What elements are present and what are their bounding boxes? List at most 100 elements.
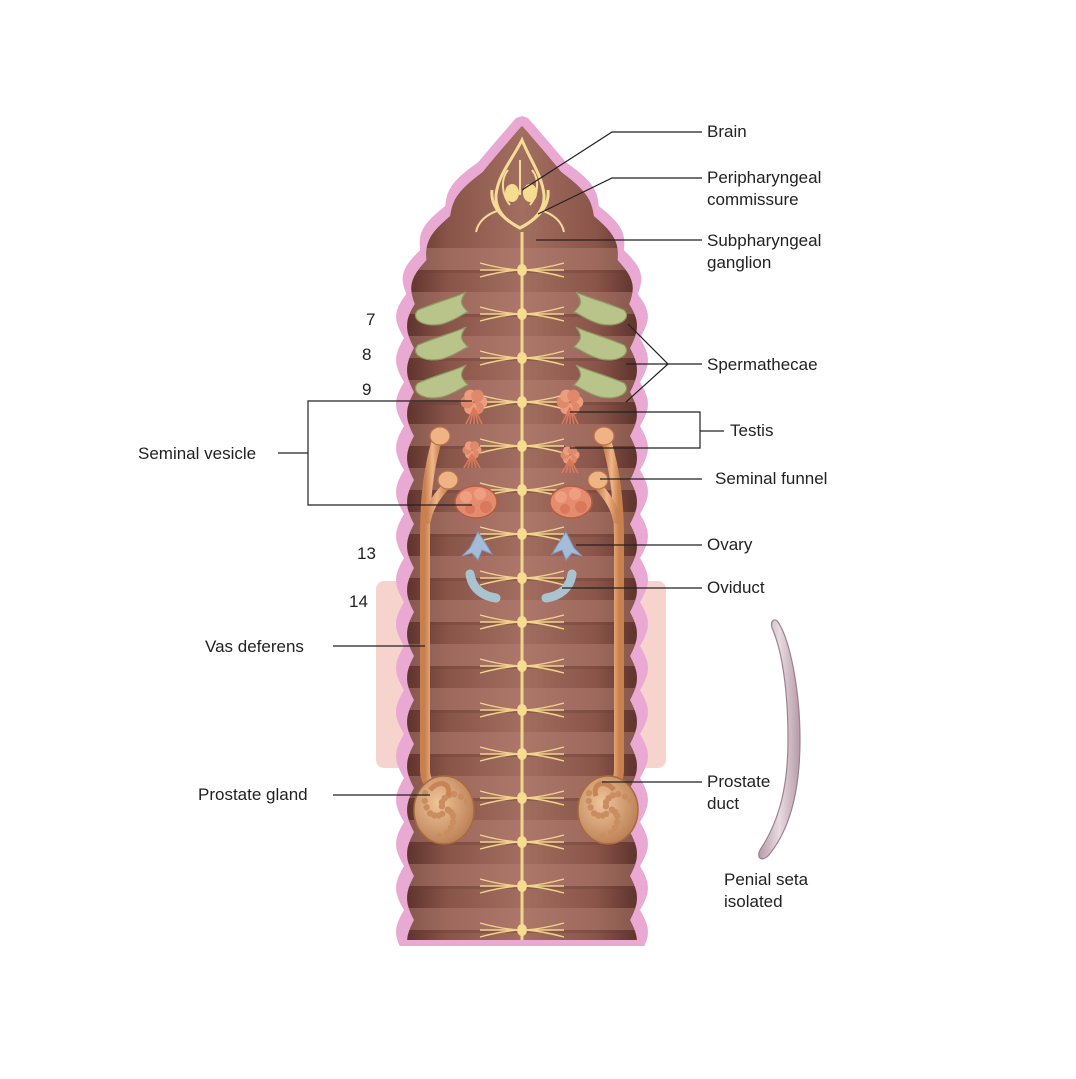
ventral-nerve-cord bbox=[479, 232, 565, 940]
segmental-ganglion bbox=[517, 440, 527, 452]
prostate-lobule bbox=[607, 829, 615, 837]
segmental-nerve bbox=[525, 621, 565, 630]
prostate-lobule bbox=[603, 810, 610, 818]
segmental-nerve bbox=[525, 313, 565, 322]
label-prostate-gland: Prostate gland bbox=[198, 785, 308, 804]
prostate-lobule bbox=[590, 810, 598, 817]
segmental-ganglion bbox=[517, 264, 527, 276]
segment-number-8: 8 bbox=[362, 345, 372, 364]
penial-seta bbox=[758, 619, 801, 860]
prostate-lobule bbox=[587, 804, 594, 811]
prostate-lobule bbox=[609, 792, 616, 799]
segmental-nerve bbox=[479, 709, 519, 718]
segmental-nerve bbox=[525, 445, 565, 454]
prostate-lobule bbox=[439, 810, 446, 818]
segmental-ganglion bbox=[517, 616, 527, 628]
prostate-lobule bbox=[435, 833, 443, 840]
segmental-nerve bbox=[525, 885, 565, 894]
segmental-ganglion bbox=[517, 836, 527, 848]
segmental-nerve bbox=[525, 929, 565, 938]
segmental-nerve bbox=[479, 269, 519, 278]
segmental-ganglion bbox=[517, 660, 527, 672]
segmental-nerve bbox=[479, 313, 519, 322]
prostate-lobule bbox=[611, 824, 619, 831]
prostate-lobule bbox=[457, 793, 465, 800]
prostate-lobule bbox=[444, 806, 452, 813]
spermatheca bbox=[572, 326, 628, 361]
segmental-ganglion bbox=[517, 396, 527, 408]
segmental-ganglion bbox=[517, 704, 527, 716]
prostate-lobule bbox=[599, 833, 607, 840]
spermatheca bbox=[414, 291, 470, 326]
segmental-nerve bbox=[479, 665, 519, 674]
segmental-nerve bbox=[525, 841, 565, 850]
leader-brain bbox=[521, 131, 702, 191]
label-vas-deferens: Vas deferens bbox=[205, 637, 304, 656]
segmental-nerve bbox=[479, 929, 519, 938]
spermatheca bbox=[572, 291, 628, 326]
segmental-nerve bbox=[525, 797, 565, 806]
segmental-nerve bbox=[479, 621, 519, 630]
testis bbox=[556, 389, 584, 425]
leader-peripharyngeal bbox=[537, 177, 702, 215]
segmental-ganglion bbox=[517, 748, 527, 760]
testis-group bbox=[460, 389, 584, 474]
segmental-ganglion bbox=[517, 352, 527, 364]
prostate-lobule bbox=[443, 829, 451, 837]
spermatheca bbox=[414, 326, 470, 361]
label-brain: Brain bbox=[707, 122, 747, 141]
leader-lines bbox=[278, 131, 724, 796]
label-seminal-vesicle: Seminal vesicle bbox=[138, 444, 257, 463]
segmental-nerve bbox=[479, 797, 519, 806]
label-peripharyngeal-commissure: Peripharyngeal commissure bbox=[707, 168, 822, 209]
segmental-ganglion bbox=[517, 308, 527, 320]
segmental-nerve bbox=[525, 357, 565, 366]
prostate-lobule bbox=[450, 812, 457, 820]
label-oviduct: Oviduct bbox=[707, 578, 765, 597]
oviduct-group bbox=[465, 569, 577, 603]
segment-number-7: 7 bbox=[366, 310, 376, 329]
prostate-lobule bbox=[613, 818, 621, 826]
segmental-nerve bbox=[479, 841, 519, 850]
label-subpharyngeal-ganglion: Subpharyngeal ganglion bbox=[707, 231, 822, 272]
prostate-lobule bbox=[585, 790, 593, 797]
spermatheca bbox=[572, 364, 628, 399]
label-spermathecae: Spermathecae bbox=[707, 355, 818, 374]
segmental-ganglion bbox=[517, 484, 527, 496]
segmental-ganglion bbox=[517, 792, 527, 804]
segmental-nerve bbox=[479, 445, 519, 454]
prostate-lobule bbox=[426, 810, 434, 817]
prostate-lobule bbox=[614, 790, 622, 798]
label-seminal-funnel: Seminal funnel bbox=[715, 469, 828, 488]
prostate-lobule bbox=[614, 812, 621, 820]
segmental-ganglion bbox=[517, 880, 527, 892]
segmental-nerve bbox=[525, 665, 565, 674]
segmental-nerve bbox=[525, 709, 565, 718]
segmental-nerve bbox=[479, 885, 519, 894]
segmental-nerve bbox=[479, 753, 519, 762]
prostate-lobule bbox=[450, 790, 458, 798]
spermatheca bbox=[414, 364, 470, 399]
prostate-lobule bbox=[447, 824, 455, 831]
segmental-nerve bbox=[479, 577, 519, 586]
spermathecae-group bbox=[414, 291, 628, 399]
testis bbox=[460, 389, 488, 425]
brain-lobe-left bbox=[505, 184, 519, 202]
segmental-nerve bbox=[525, 269, 565, 278]
label-prostate-duct: Prostate duct bbox=[707, 772, 771, 813]
segment-number-9: 9 bbox=[362, 380, 372, 399]
prostate-lobule bbox=[585, 797, 592, 805]
segment-number-14: 14 bbox=[349, 592, 368, 611]
testis bbox=[462, 441, 482, 469]
label-penial-seta-isolated: Penial seta isolated bbox=[724, 870, 809, 911]
segmental-ganglion bbox=[517, 924, 527, 936]
leader-testis bbox=[570, 411, 701, 449]
leader-spermathecae-3 bbox=[625, 363, 669, 403]
brain-lobe-right bbox=[523, 184, 537, 202]
segmental-nerve bbox=[479, 357, 519, 366]
prostate-lobule bbox=[449, 818, 457, 826]
segmental-nerve bbox=[525, 577, 565, 586]
label-ovary: Ovary bbox=[707, 535, 753, 554]
